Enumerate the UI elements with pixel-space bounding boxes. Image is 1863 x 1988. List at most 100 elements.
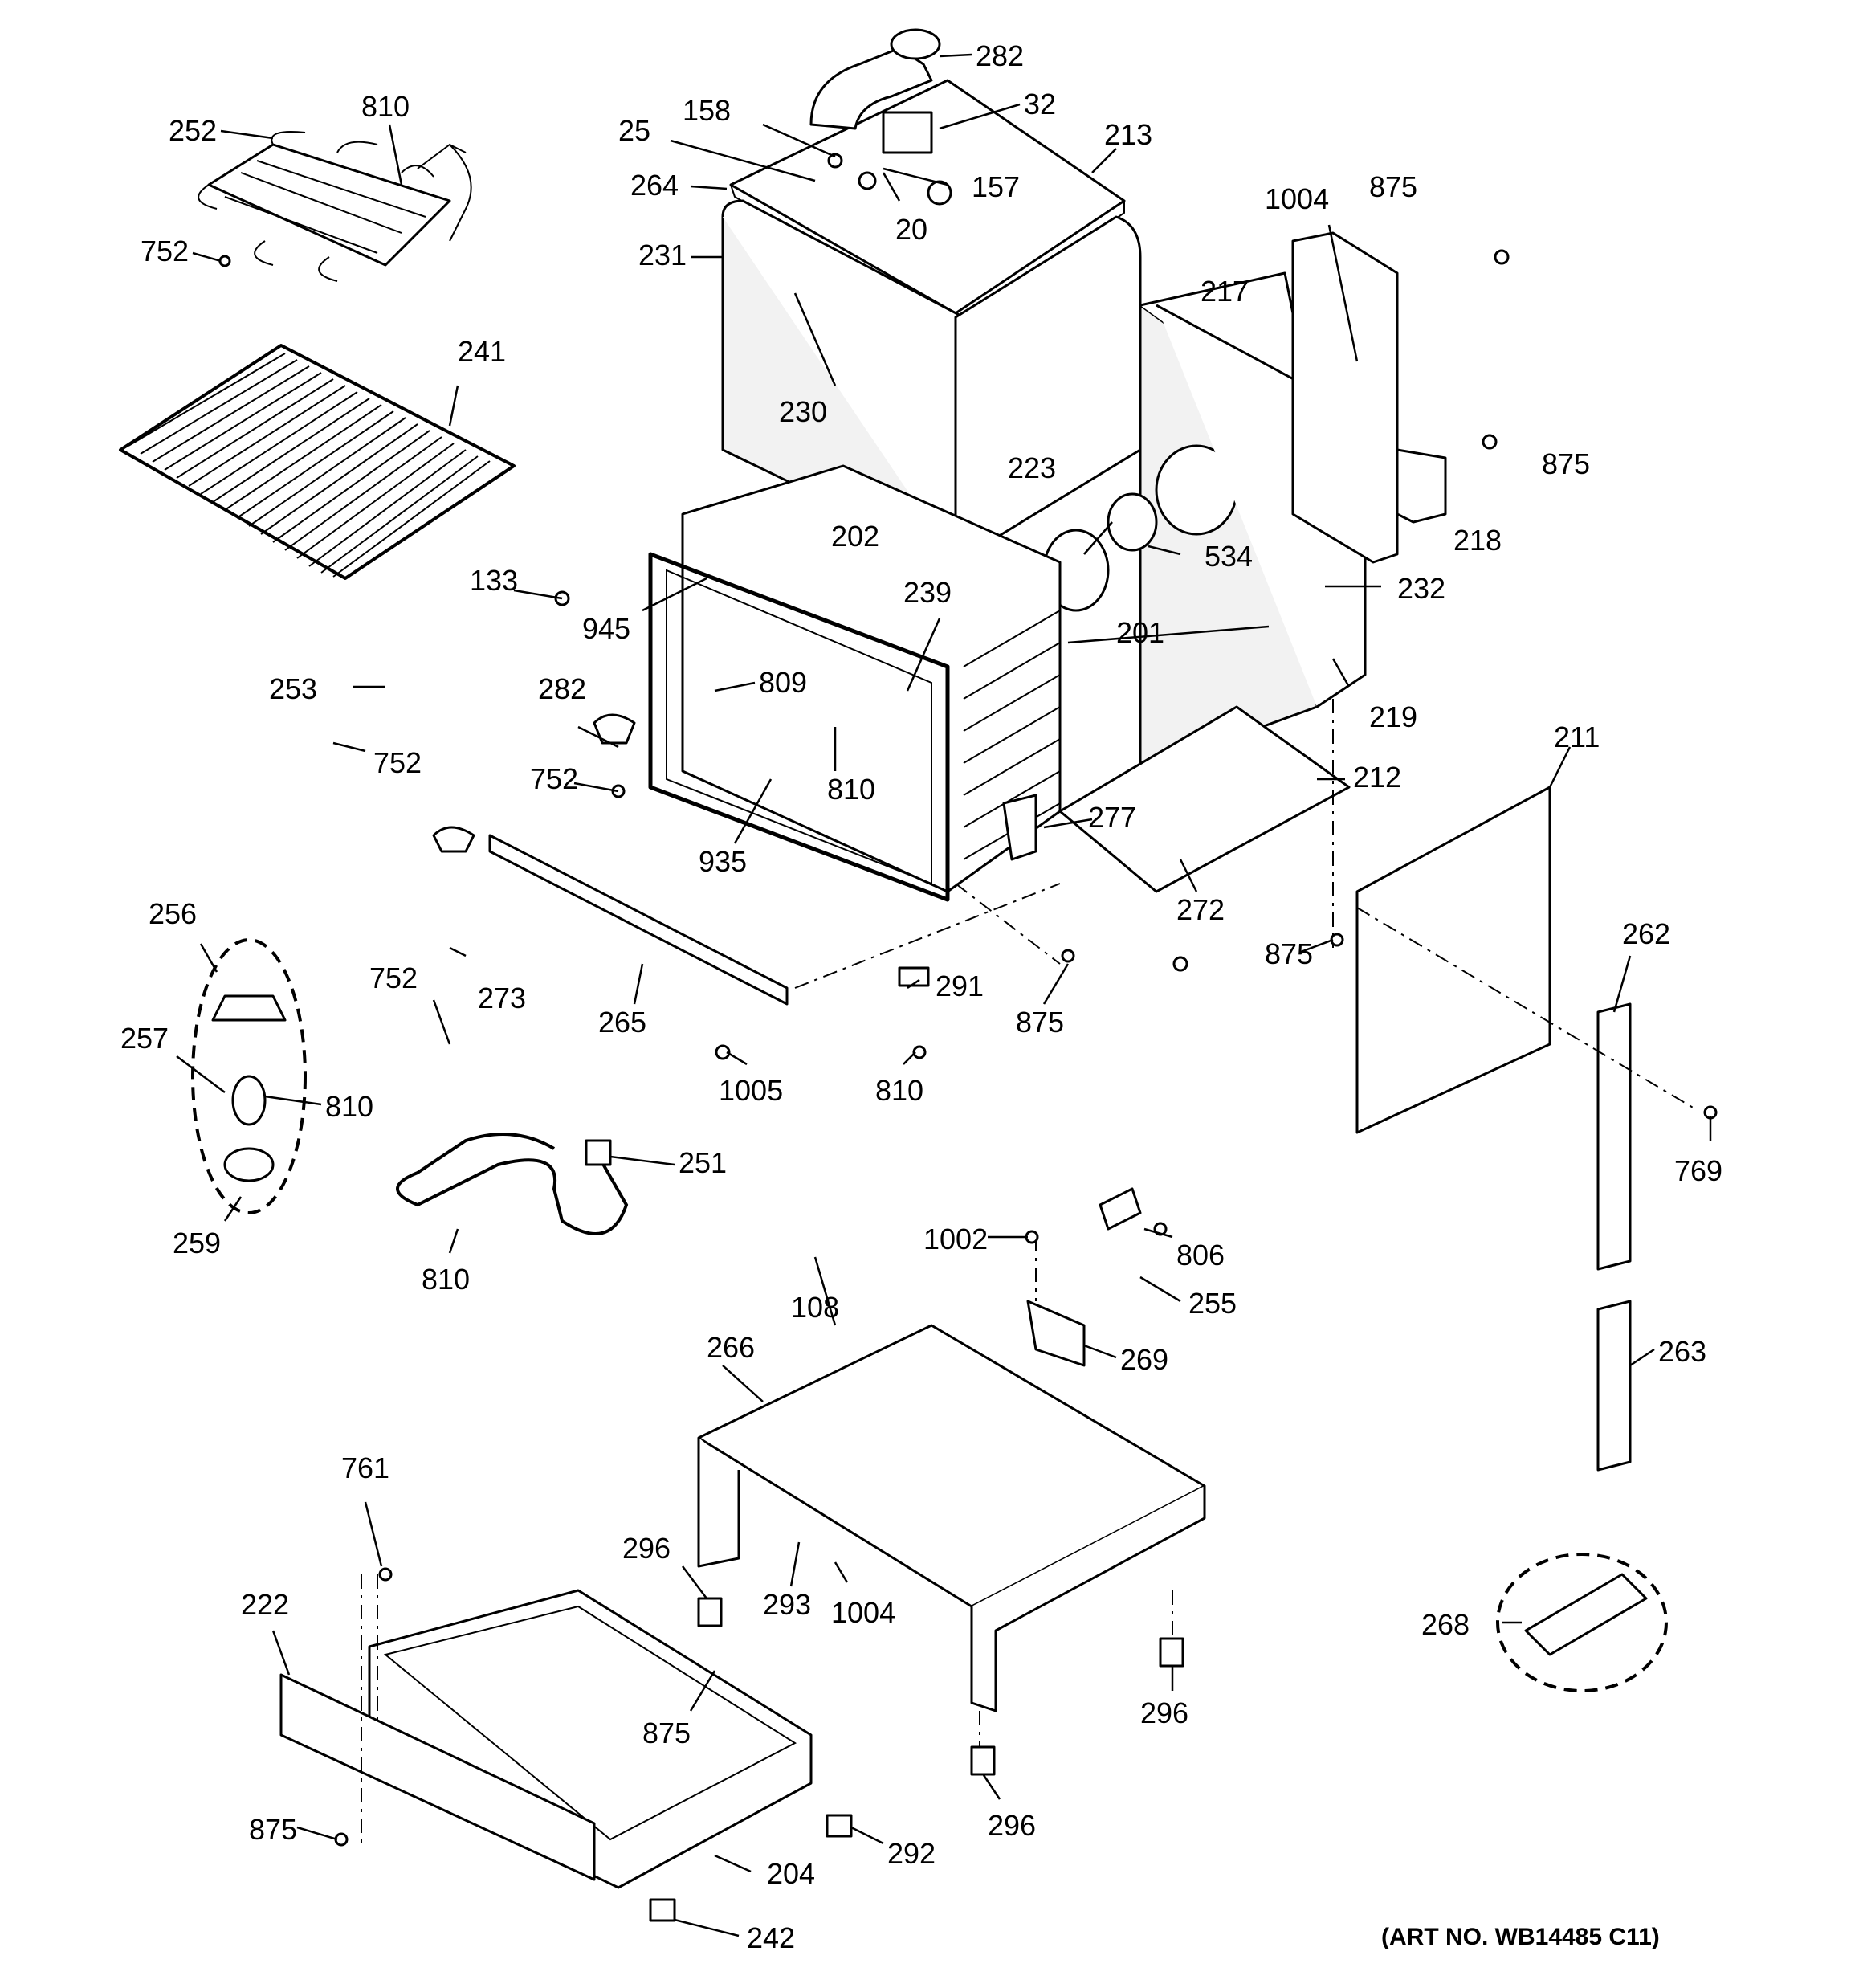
callout-262: 262: [1622, 917, 1670, 950]
callout-296-right: 296: [1140, 1696, 1188, 1729]
callout-239: 239: [903, 576, 952, 609]
part-212-bottom-panel: [1058, 705, 1351, 893]
callout-810-bake: 810: [422, 1263, 470, 1296]
callout-810-light: 810: [325, 1090, 373, 1123]
callout-232: 232: [1397, 572, 1445, 605]
callout-875-drawer: 875: [642, 1717, 691, 1749]
callout-1005: 1005: [719, 1074, 783, 1107]
callout-265: 265: [598, 1006, 646, 1039]
callout-875-mid: 875: [1016, 1006, 1064, 1039]
callout-252: 252: [169, 114, 217, 147]
callout-269: 269: [1120, 1343, 1168, 1376]
callout-752-mid-left: 752: [373, 746, 422, 779]
callout-264: 264: [630, 169, 679, 202]
callout-204: 204: [767, 1857, 815, 1890]
callout-32: 32: [1024, 88, 1056, 120]
callout-875-right: 875: [1542, 447, 1590, 480]
callout-1002: 1002: [923, 1223, 988, 1255]
callout-201: 201: [1116, 616, 1164, 649]
part-217-insulation-cover: [1291, 231, 1399, 564]
callout-272: 272: [1176, 893, 1225, 926]
callout-241: 241: [458, 335, 506, 368]
part-256-light-assembly: [191, 938, 307, 1214]
callout-253: 253: [269, 672, 317, 705]
part-218-bracket: [1396, 448, 1447, 524]
callout-231: 231: [638, 239, 687, 271]
callout-273: 273: [478, 982, 526, 1014]
part-222-drawer-front: [279, 1673, 596, 1881]
callout-292: 292: [887, 1837, 936, 1870]
callout-277: 277: [1088, 801, 1136, 834]
callout-875-top: 875: [1369, 170, 1417, 203]
callout-282-mid: 282: [538, 672, 586, 705]
part-211-side-panel: [1355, 786, 1551, 1134]
callout-875-mid-right: 875: [1265, 937, 1313, 970]
part-265-frame: [488, 834, 789, 1006]
part-282-vent-duct: [809, 28, 941, 130]
callout-223: 223: [1008, 451, 1056, 484]
part-231-oven-wrapper: [721, 199, 1142, 564]
part-213-top-panel: [729, 79, 1126, 327]
callout-133: 133: [470, 564, 518, 597]
callout-806: 806: [1176, 1239, 1225, 1272]
callout-213: 213: [1104, 118, 1152, 151]
callout-230: 230: [779, 395, 827, 428]
callout-293: 293: [763, 1588, 811, 1621]
part-251-bake-element: [396, 1133, 629, 1235]
callout-291: 291: [936, 970, 984, 1002]
callout-1004-top: 1004: [1265, 182, 1329, 215]
callout-752-mid: 752: [530, 762, 578, 795]
callout-157: 157: [972, 170, 1020, 203]
part-263-trim: [1596, 1300, 1632, 1472]
leader-lines: [176, 53, 1712, 1937]
part-202-oven-liner: [648, 464, 1062, 902]
callout-752-top: 752: [141, 235, 189, 267]
callout-1004-low: 1004: [831, 1596, 895, 1629]
alignment-lines: [361, 699, 1695, 1847]
fasteners: [334, 249, 1718, 1922]
callout-242: 242: [747, 1921, 795, 1954]
callout-20: 20: [895, 213, 927, 246]
callout-810-top: 810: [361, 90, 410, 123]
callout-945: 945: [582, 612, 630, 645]
part-241-oven-rack: [119, 344, 516, 580]
part-268-detail: [1496, 1553, 1668, 1692]
callout-219: 219: [1369, 700, 1417, 733]
callout-268: 268: [1421, 1608, 1470, 1641]
callout-217: 217: [1201, 275, 1249, 308]
part-266-drawer-support: [697, 1324, 1206, 1712]
callout-296-left: 296: [622, 1532, 671, 1565]
callout-935: 935: [699, 845, 747, 878]
callout-266: 266: [707, 1331, 755, 1364]
callout-218: 218: [1453, 524, 1502, 557]
part-269-bracket: [1026, 1300, 1086, 1367]
art-number: (ART NO. WB14485 C11): [1381, 1924, 1660, 1950]
callout-259: 259: [173, 1227, 221, 1259]
callout-25: 25: [618, 114, 650, 147]
callout-875-bottom: 875: [249, 1813, 297, 1846]
callout-212: 212: [1353, 761, 1401, 794]
callout-769: 769: [1674, 1154, 1722, 1187]
callout-296-bottom: 296: [988, 1809, 1036, 1842]
callout-222: 222: [241, 1588, 289, 1621]
callout-809: 809: [759, 666, 807, 699]
callout-256: 256: [149, 897, 197, 930]
callout-202: 202: [831, 520, 879, 553]
callout-810-mid: 810: [827, 773, 875, 806]
callout-761: 761: [341, 1451, 389, 1484]
callout-534: 534: [1205, 540, 1253, 573]
callout-labels: 282 32 158 25 264 157 20 213 231 230 252…: [120, 39, 1722, 1954]
callout-810-low: 810: [875, 1074, 923, 1107]
part-262-trim: [1596, 1002, 1632, 1271]
callout-752-lower: 752: [369, 961, 418, 994]
callout-255: 255: [1188, 1287, 1237, 1320]
callout-158: 158: [683, 94, 731, 127]
callout-211: 211: [1554, 720, 1600, 753]
callout-263: 263: [1658, 1335, 1706, 1368]
callout-251: 251: [679, 1146, 727, 1179]
callout-257: 257: [120, 1022, 169, 1055]
callout-282: 282: [976, 39, 1024, 72]
part-252-broil-element: [198, 131, 472, 282]
callout-108: 108: [791, 1291, 839, 1324]
